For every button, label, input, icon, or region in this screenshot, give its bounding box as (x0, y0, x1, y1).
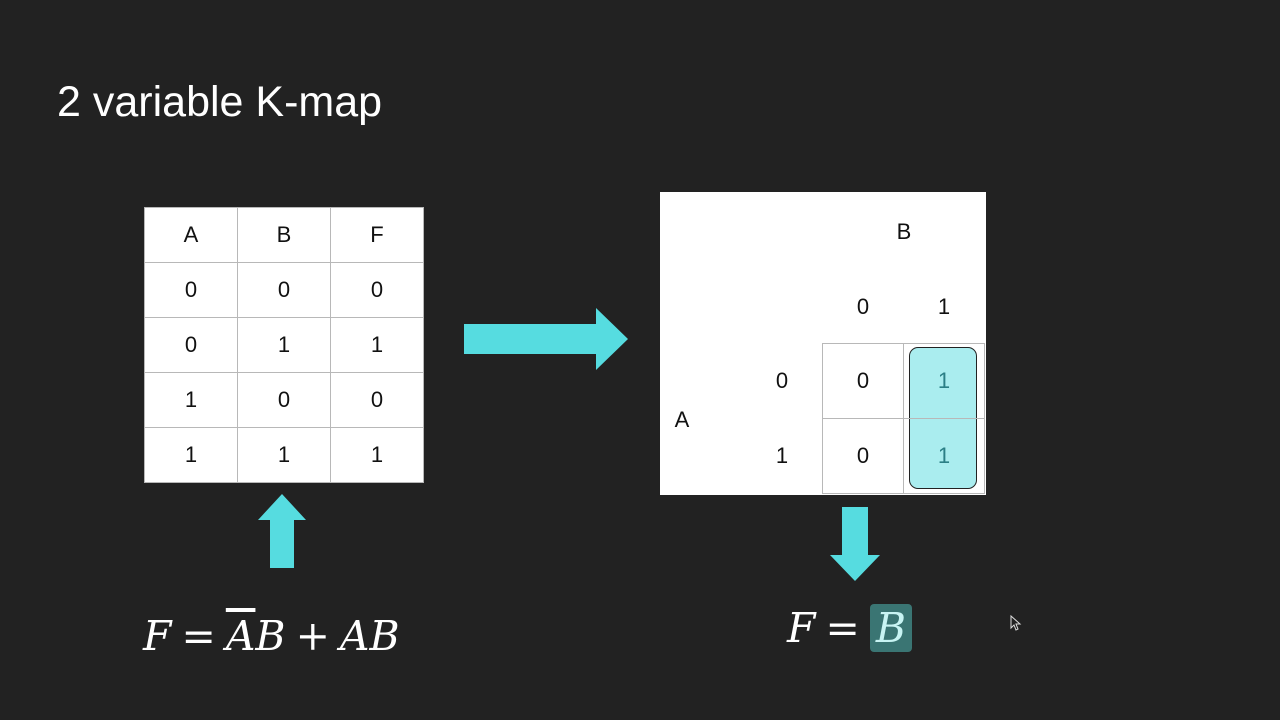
kmap-col-value: 1 (937, 294, 951, 319)
kmap-row: 0 1 (822, 418, 985, 494)
equation-lhs: F (787, 604, 816, 652)
kmap-row-variable: A (674, 407, 690, 432)
equation-sum-of-products: F=AB+AB (143, 612, 400, 660)
kmap-cell-grouped: 1 (903, 343, 985, 419)
kmap-cell: 0 (822, 343, 904, 419)
kmap-row-value: 0 (775, 368, 789, 393)
table-cell: 0 (237, 372, 331, 428)
kmap-row-value: 1 (775, 443, 789, 468)
table-cell: 0 (237, 262, 331, 318)
plus-sign: + (295, 612, 330, 660)
table-cell: 1 (144, 427, 238, 483)
arrow-up-icon (258, 494, 306, 568)
arrow-down-icon (830, 507, 880, 581)
table-cell: 1 (144, 372, 238, 428)
table-cell: 0 (144, 317, 238, 373)
table-row: 0 0 0 (144, 262, 424, 318)
equation-lhs: F (143, 612, 172, 660)
truth-table: A B F 0 0 0 0 1 1 1 0 0 1 1 1 (144, 207, 424, 483)
table-cell: 0 (330, 372, 424, 428)
table-cell: 1 (330, 317, 424, 373)
equation-term-b: B (255, 612, 286, 660)
kmap-row: 0 1 (822, 343, 985, 419)
table-cell: 1 (330, 427, 424, 483)
mouse-cursor-icon (1010, 614, 1022, 636)
kmap-cell: 0 (822, 418, 904, 494)
table-cell: 1 (237, 427, 331, 483)
kmap-cell-grouped: 1 (903, 418, 985, 494)
header-cell-b: B (237, 207, 331, 263)
table-header-row: A B F (144, 207, 424, 263)
equation-simplified: F=B (787, 604, 912, 652)
arrow-right-icon (464, 308, 628, 370)
header-cell-f: F (330, 207, 424, 263)
table-cell: 0 (330, 262, 424, 318)
equals-sign: = (825, 604, 860, 652)
equals-sign: = (181, 612, 216, 660)
table-row: 0 1 1 (144, 317, 424, 373)
table-cell: 0 (144, 262, 238, 318)
kmap-grid: 0 1 0 1 (822, 343, 985, 494)
equation-term-a-complement: A (225, 612, 256, 660)
equation-result-highlight: B (869, 604, 912, 652)
table-cell: 1 (237, 317, 331, 373)
slide-title: 2 variable K-map (57, 78, 383, 126)
table-row: 1 1 1 (144, 427, 424, 483)
table-row: 1 0 0 (144, 372, 424, 428)
kmap-col-variable: B (896, 219, 912, 244)
header-cell-a: A (144, 207, 238, 263)
kmap-col-value: 0 (856, 294, 870, 319)
equation-term-ab: AB (339, 612, 400, 660)
